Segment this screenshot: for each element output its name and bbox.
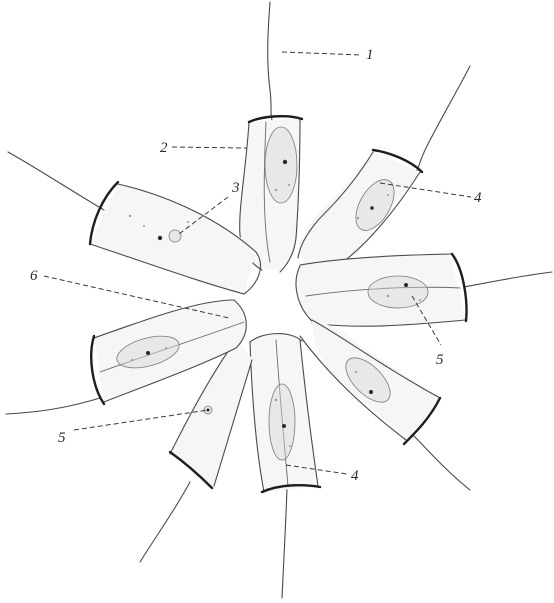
label-4-upper: 4 [474, 190, 482, 206]
cell-lower-right [300, 318, 470, 490]
label-1: 1 [366, 47, 374, 63]
label-5-left: 5 [58, 430, 66, 446]
cell-top [240, 2, 302, 272]
label-6: 6 [30, 268, 38, 284]
label-3: 3 [231, 180, 240, 196]
cell-upper-right [298, 66, 470, 271]
cell-upper-left [8, 152, 260, 294]
label-5-right: 5 [436, 352, 444, 368]
cell-right [296, 254, 552, 326]
label-2: 2 [160, 140, 168, 156]
label-4-lower: 4 [351, 468, 359, 484]
cell-bottom [250, 334, 320, 598]
